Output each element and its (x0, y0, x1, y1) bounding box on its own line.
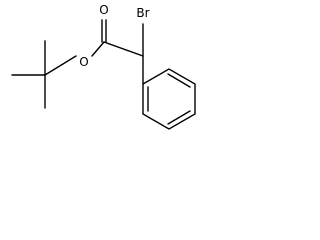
phenyl-inner-double-bond-2 (167, 110, 191, 125)
tert-butyl-group (11, 40, 77, 109)
bromine-label: Br (136, 6, 149, 20)
ester-group (91, 19, 144, 57)
carbonyl-oxygen-label: O (99, 3, 108, 17)
bond-ester-oxygen-to-carbonyl-carbon (91, 41, 105, 57)
ester-oxygen-label: O (79, 55, 88, 69)
bond-carbonyl-carbon-to-alpha-carbon (103, 41, 144, 57)
phenyl-ring (142, 68, 196, 130)
phenyl-inner-double-bond-1 (167, 73, 191, 88)
chemical-structure: O O Br (11, 3, 196, 130)
bond-tbu-to-ester-oxygen (44, 55, 77, 76)
phenyl-ring-outline (142, 68, 196, 130)
